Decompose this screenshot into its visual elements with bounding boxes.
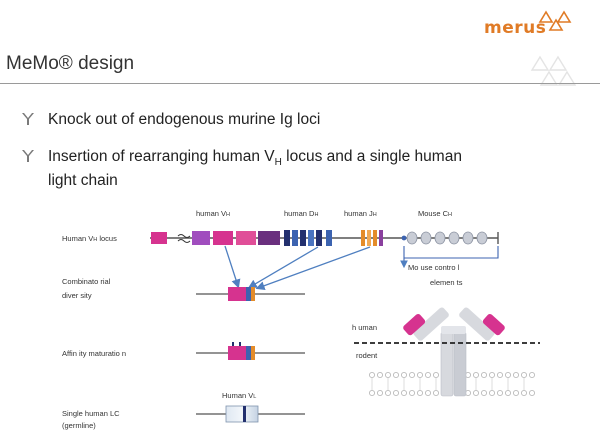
antibody-icon	[403, 307, 505, 397]
label-diversity: diver sity	[62, 291, 92, 300]
decorative-triangles-icon	[530, 55, 577, 86]
title-divider	[0, 83, 600, 84]
label-germline: (germline)	[62, 421, 96, 430]
locus-lead-segment	[151, 232, 167, 244]
break-symbol	[177, 234, 191, 243]
label-human-vl: Human VL	[222, 391, 257, 400]
label-mouse-control: Mo use contro l	[408, 263, 460, 272]
mutation-mark-2	[239, 342, 241, 346]
merus-logo-icon	[538, 10, 572, 31]
antibody-arm-right-magenta	[482, 314, 505, 336]
antibody-stem-right	[453, 331, 467, 397]
antibody-bullet-icon	[22, 150, 34, 162]
antibody-arm-right-grey	[459, 307, 495, 341]
lc-segment	[225, 405, 259, 423]
bullet-insertion: Insertion of rearranging human VH locus …	[22, 146, 582, 192]
label-rodent-side: rodent	[356, 351, 378, 360]
antibody-arm-left-magenta	[403, 314, 426, 336]
jh-segment-4	[379, 230, 383, 246]
label-single-human-lc: Single human LC	[62, 409, 120, 418]
arrow-jh	[255, 246, 371, 291]
combinatorial-j	[251, 287, 255, 301]
affinity-v	[228, 346, 246, 360]
dh-segment-2	[292, 230, 298, 246]
mouse-ch-beads	[406, 231, 488, 245]
jh-segment-1	[361, 230, 365, 246]
label-combinatorial: Combinato rial	[62, 277, 111, 286]
arrow-dh	[247, 246, 319, 289]
label-mouse-ch: Mouse CH	[418, 209, 452, 218]
merus-logo-text: merus	[484, 18, 547, 38]
label-human-dh: human DH	[284, 209, 319, 218]
affinity-j	[251, 346, 255, 360]
combinatorial-v	[228, 287, 246, 301]
combinatorial-d	[246, 287, 251, 301]
affinity-d	[246, 346, 251, 360]
bullet-text-line2: light chain	[48, 172, 118, 189]
control-elements-bracket	[403, 246, 499, 259]
vh-segment-4	[258, 231, 280, 245]
dh-segment-6	[326, 230, 332, 246]
antibody-arm-left-grey	[413, 307, 449, 341]
dh-segment-1	[284, 230, 290, 246]
control-element-dot	[401, 235, 407, 241]
jh-segment-2	[367, 230, 371, 246]
dh-segment-5	[316, 230, 322, 246]
vh-segment-3	[236, 231, 256, 245]
mutation-mark-1	[232, 342, 234, 346]
antibody-hinge	[441, 326, 466, 334]
dh-segment-3	[300, 230, 306, 246]
arrow-vh	[224, 245, 241, 289]
label-elements: elemen ts	[430, 278, 463, 287]
antibody-stem-left	[440, 331, 454, 397]
membrane-tails	[371, 378, 525, 390]
label-human-jh: human JH	[344, 209, 377, 218]
label-human-side: h uman	[352, 323, 378, 332]
vh-segment-1	[192, 231, 210, 245]
dh-segment-4	[308, 230, 314, 246]
label-affinity-maturation: Affin ity maturatio n	[62, 349, 127, 358]
label-human-vh-locus: Human VH locus	[62, 234, 117, 243]
lc-j-mark	[243, 406, 246, 422]
bullet-knockout: Knock out of endogenous murine Ig loci	[22, 109, 582, 131]
jh-segment-3	[373, 230, 377, 246]
bullet-text-line1: Insertion of rearranging human VH locus …	[48, 148, 462, 169]
label-human-vh: human VH	[196, 209, 231, 218]
page-title: MeMo® design	[6, 53, 135, 74]
vh-segment-2	[213, 231, 233, 245]
antibody-bullet-icon	[22, 113, 34, 125]
cell-membrane	[368, 371, 536, 397]
bullet-text: Knock out of endogenous murine Ig loci	[48, 111, 321, 128]
